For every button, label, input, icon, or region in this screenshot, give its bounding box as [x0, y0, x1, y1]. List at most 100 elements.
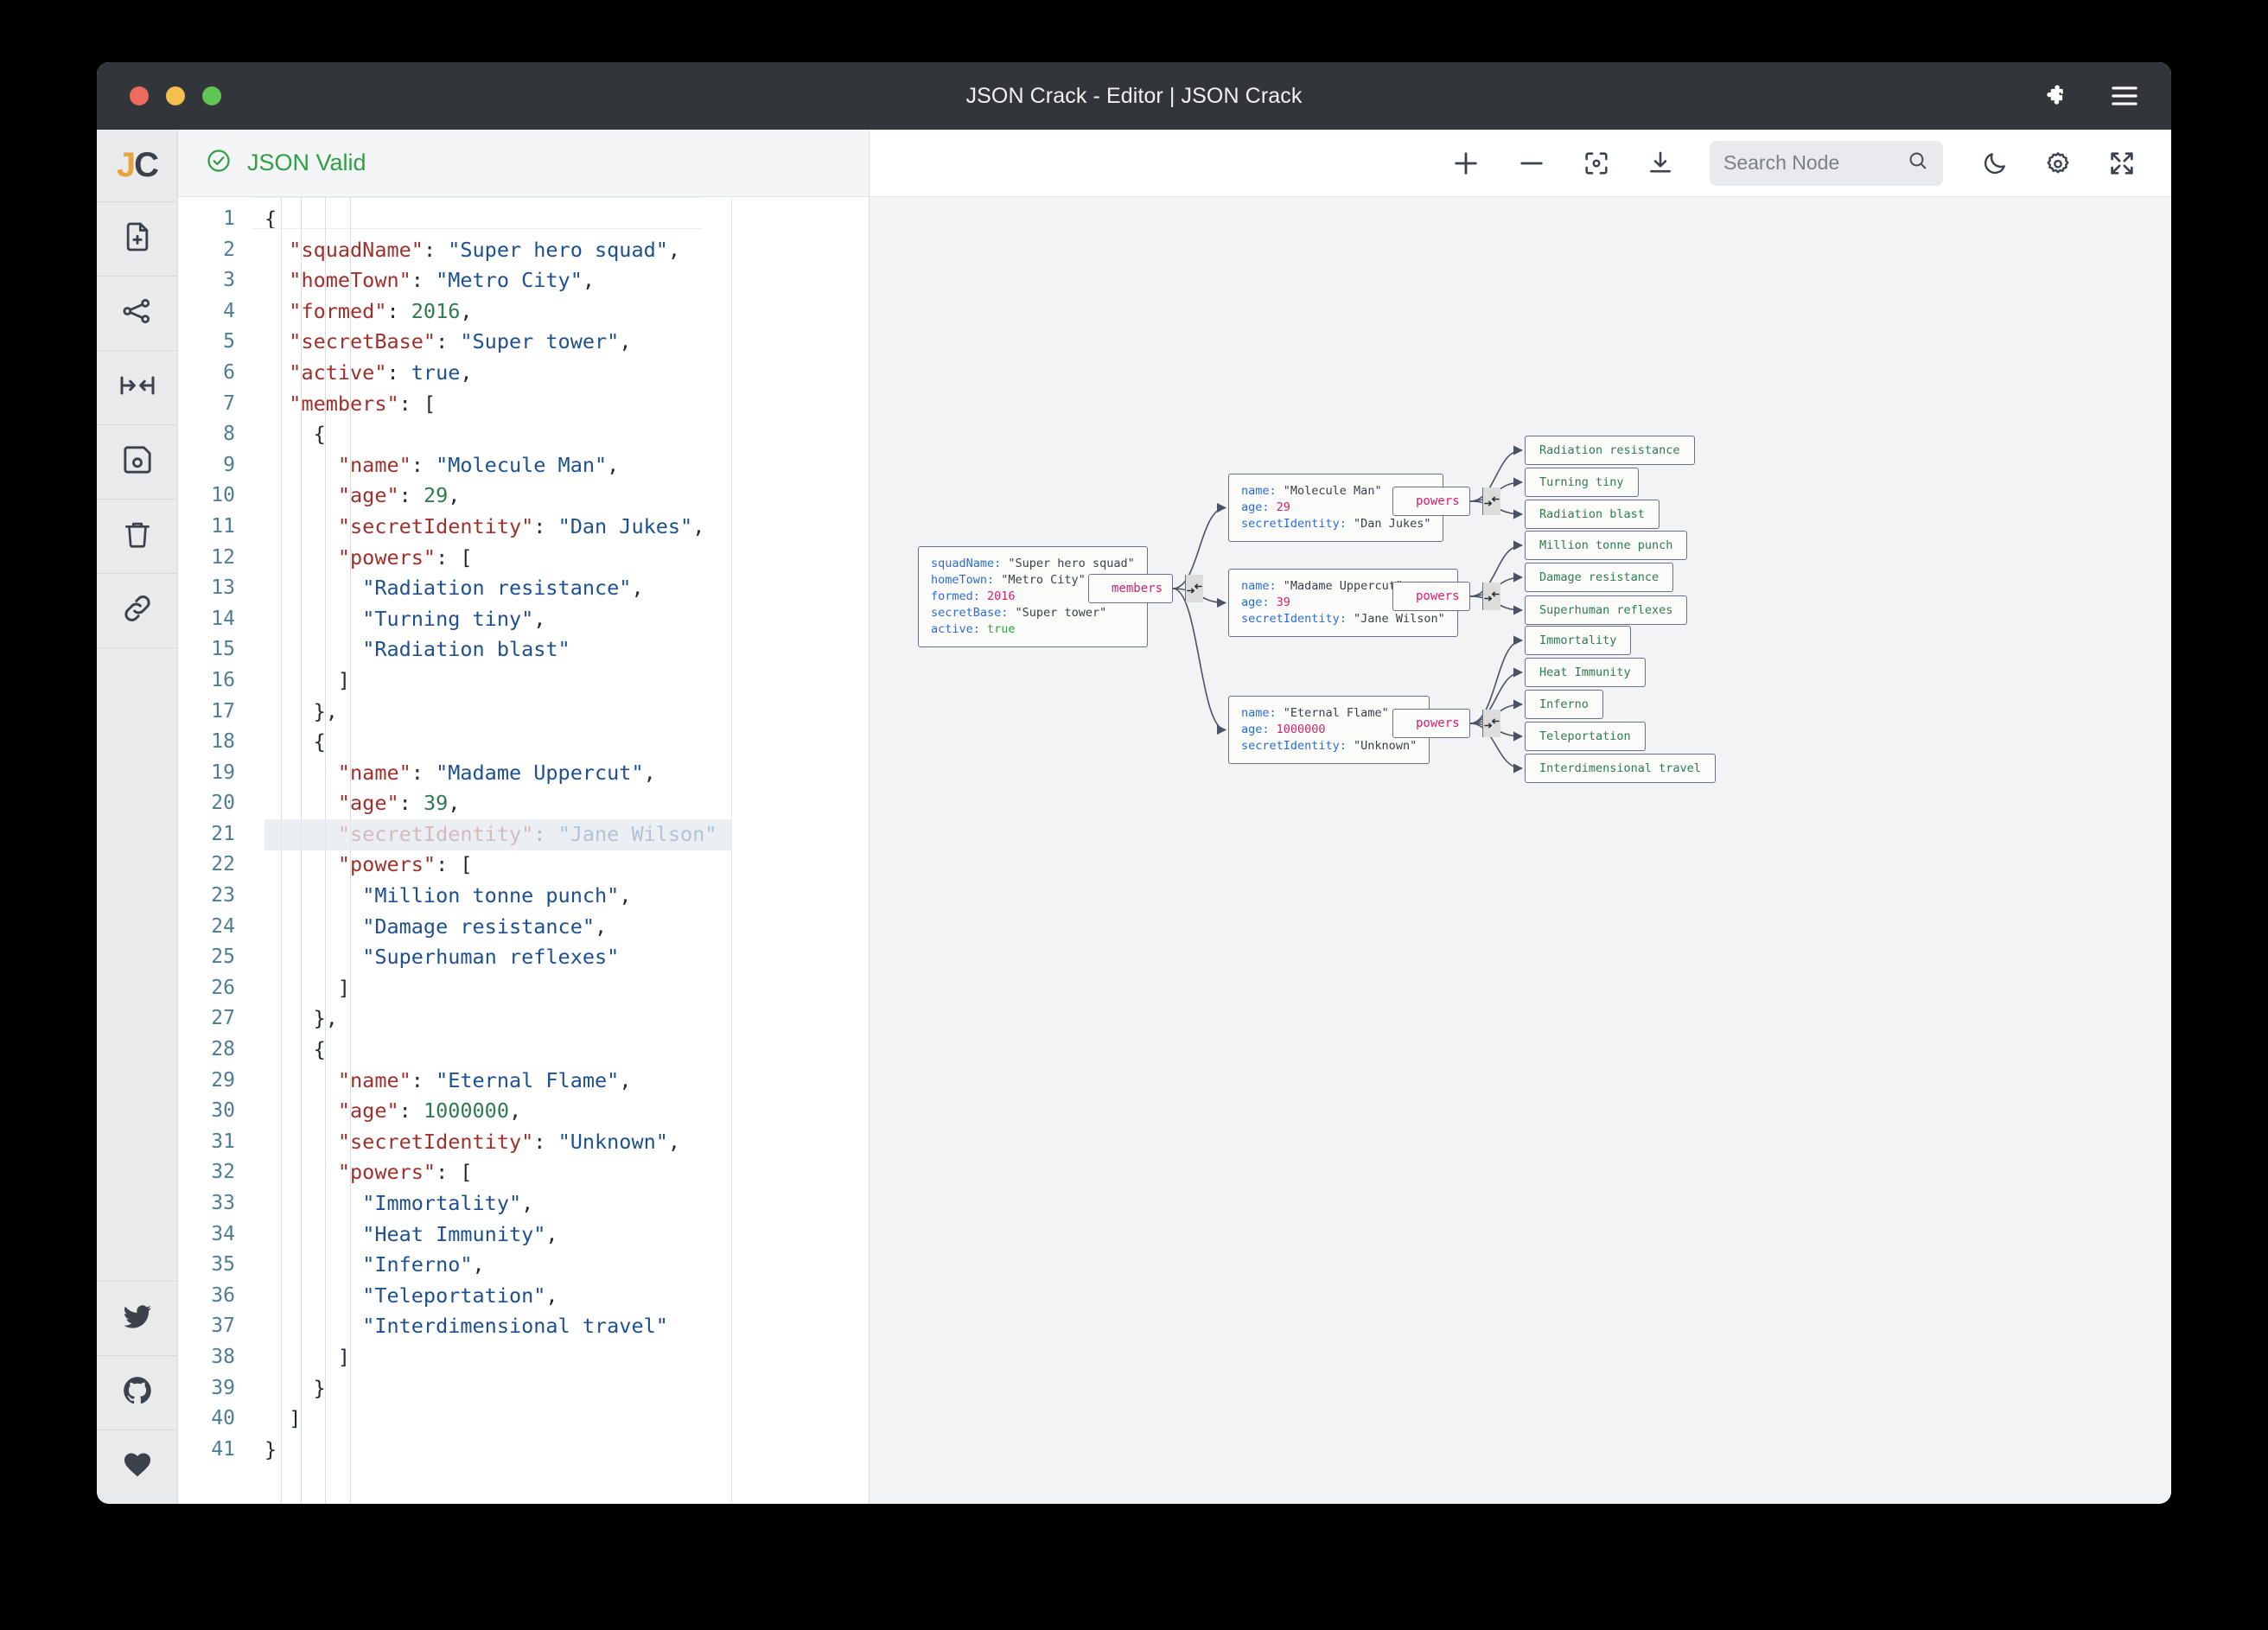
- code-line[interactable]: 29 "name": "Eternal Flame",: [178, 1066, 869, 1097]
- code-line[interactable]: 13 "Radiation resistance",: [178, 573, 869, 604]
- collapse-toggle-icon[interactable]: [1481, 710, 1500, 737]
- check-circle-icon: [206, 148, 232, 178]
- graph-node-powers-1[interactable]: powers: [1392, 487, 1500, 516]
- jsoncrack-logo[interactable]: JC: [97, 130, 177, 202]
- sidebar-item-twitter[interactable]: [97, 1281, 177, 1355]
- collapse-toggle-icon[interactable]: [1185, 575, 1204, 602]
- line-number: 16: [211, 668, 235, 691]
- leaf-value: Radiation blast: [1539, 506, 1645, 521]
- line-number: 26: [211, 976, 235, 999]
- code-line[interactable]: 24 "Damage resistance",: [178, 912, 869, 943]
- code-line[interactable]: 5 "secretBase": "Super tower",: [178, 327, 869, 358]
- sidebar-item-new-file[interactable]: [97, 202, 177, 277]
- json-editor-pane: JSON Valid 1{2 "squadName": "Super hero …: [178, 130, 870, 1504]
- code-line[interactable]: 41}: [178, 1435, 869, 1466]
- download-icon[interactable]: [1646, 149, 1675, 178]
- code-line[interactable]: 12 "powers": [: [178, 543, 869, 574]
- code-line[interactable]: 22 "powers": [: [178, 850, 869, 881]
- graph-node-power-leaf[interactable]: Million tonne punch: [1525, 531, 1688, 560]
- graph-canvas[interactable]: squadName: "Super hero squad"homeTown: "…: [870, 197, 2171, 1504]
- sidebar-item-sponsor[interactable]: [97, 1429, 177, 1504]
- zoom-in-icon[interactable]: [1450, 148, 1481, 179]
- graph-node-power-leaf[interactable]: Interdimensional travel: [1525, 754, 1716, 783]
- code-line[interactable]: 33 "Immortality",: [178, 1188, 869, 1219]
- code-line[interactable]: 19 "name": "Madame Uppercut",: [178, 758, 869, 789]
- graph-node-power-leaf[interactable]: Immortality: [1525, 626, 1632, 655]
- code-line[interactable]: 8 {: [178, 419, 869, 450]
- code-line[interactable]: 9 "name": "Molecule Man",: [178, 450, 869, 481]
- line-number: 32: [211, 1161, 235, 1184]
- sidebar-item-copy-link[interactable]: [97, 574, 177, 648]
- code-line[interactable]: 34 "Heat Immunity",: [178, 1219, 869, 1251]
- code-text: }: [264, 1436, 277, 1461]
- graph-node-power-leaf[interactable]: Superhuman reflexes: [1525, 595, 1688, 625]
- code-line[interactable]: 7 "members": [: [178, 389, 869, 420]
- moon-icon[interactable]: [1981, 150, 2009, 177]
- graph-node-powers-2[interactable]: powers: [1392, 582, 1500, 611]
- code-text: "formed": 2016,: [289, 298, 473, 323]
- code-line[interactable]: 17 },: [178, 697, 869, 728]
- sidebar-item-delete[interactable]: [97, 500, 177, 574]
- code-line[interactable]: 10 "age": 29,: [178, 481, 869, 512]
- minimize-window-button[interactable]: [166, 86, 185, 105]
- code-line[interactable]: 27 },: [178, 1003, 869, 1035]
- code-line[interactable]: 35 "Inferno",: [178, 1250, 869, 1281]
- code-line[interactable]: 16 ]: [178, 665, 869, 697]
- graph-node-power-leaf[interactable]: Teleportation: [1525, 722, 1646, 751]
- code-line[interactable]: 38 ]: [178, 1342, 869, 1373]
- graph-node-powers-3[interactable]: powers: [1392, 709, 1500, 738]
- graph-node-members[interactable]: members: [1088, 574, 1204, 603]
- code-line[interactable]: 31 "secretIdentity": "Unknown",: [178, 1127, 869, 1158]
- maximize-window-button[interactable]: [202, 86, 221, 105]
- graph-node-power-leaf[interactable]: Radiation resistance: [1525, 436, 1695, 465]
- code-text: "Inferno",: [362, 1252, 485, 1277]
- line-number: 17: [211, 699, 235, 723]
- code-line[interactable]: 39 }: [178, 1373, 869, 1404]
- code-line[interactable]: 3 "homeTown": "Metro City",: [178, 265, 869, 296]
- code-line[interactable]: 26 ]: [178, 973, 869, 1004]
- hamburger-menu-icon[interactable]: [2111, 85, 2138, 107]
- zoom-out-icon[interactable]: [1516, 148, 1547, 179]
- code-line[interactable]: 11 "secretIdentity": "Dan Jukes",: [178, 512, 869, 543]
- code-line[interactable]: 6 "active": true,: [178, 358, 869, 389]
- code-line[interactable]: 20 "age": 39,: [178, 788, 869, 819]
- code-line[interactable]: 25 "Superhuman reflexes": [178, 942, 869, 973]
- gear-icon[interactable]: [2043, 149, 2073, 178]
- code-line[interactable]: 36 "Teleportation",: [178, 1281, 869, 1312]
- search-node-box[interactable]: [1710, 140, 1943, 186]
- code-line[interactable]: 18 {: [178, 727, 869, 758]
- sidebar-item-github[interactable]: [97, 1355, 177, 1429]
- graph-node-power-leaf[interactable]: Turning tiny: [1525, 468, 1639, 497]
- close-window-button[interactable]: [130, 86, 149, 105]
- line-number: 22: [211, 853, 235, 876]
- graph-node-power-leaf[interactable]: Heat Immunity: [1525, 658, 1646, 687]
- twitter-bird-icon: [121, 1300, 154, 1337]
- search-input[interactable]: [1723, 151, 1898, 175]
- puzzle-piece-icon[interactable]: [2042, 83, 2067, 109]
- code-line[interactable]: 23 "Million tonne punch",: [178, 881, 869, 912]
- expand-icon[interactable]: [2107, 149, 2137, 178]
- code-line[interactable]: 30 "age": 1000000,: [178, 1096, 869, 1127]
- code-line[interactable]: 32 "powers": [: [178, 1157, 869, 1188]
- code-line[interactable]: 40 ]: [178, 1404, 869, 1435]
- code-line[interactable]: 2 "squadName": "Super hero squad",: [178, 235, 869, 266]
- code-line[interactable]: 15 "Radiation blast": [178, 634, 869, 665]
- code-editor[interactable]: 1{2 "squadName": "Super hero squad",3 "h…: [178, 197, 869, 1504]
- graph-node-power-leaf[interactable]: Radiation blast: [1525, 500, 1660, 529]
- graph-node-power-leaf[interactable]: Inferno: [1525, 690, 1603, 719]
- code-line[interactable]: 28 {: [178, 1035, 869, 1066]
- collapse-toggle-icon[interactable]: [1481, 487, 1500, 515]
- sidebar-item-collapse[interactable]: [97, 351, 177, 425]
- center-view-icon[interactable]: [1582, 149, 1611, 178]
- code-line[interactable]: 4 "formed": 2016,: [178, 296, 869, 328]
- search-icon[interactable]: [1907, 150, 1929, 176]
- code-line[interactable]: 37 "Interdimensional travel": [178, 1311, 869, 1342]
- code-line[interactable]: 14 "Turning tiny",: [178, 604, 869, 635]
- line-number: 4: [223, 299, 235, 322]
- graph-node-power-leaf[interactable]: Damage resistance: [1525, 563, 1674, 592]
- sidebar-item-save[interactable]: [97, 425, 177, 500]
- collapse-toggle-icon[interactable]: [1481, 583, 1500, 610]
- node-label: powers: [1416, 716, 1460, 730]
- sidebar-item-share-graph[interactable]: [97, 277, 177, 351]
